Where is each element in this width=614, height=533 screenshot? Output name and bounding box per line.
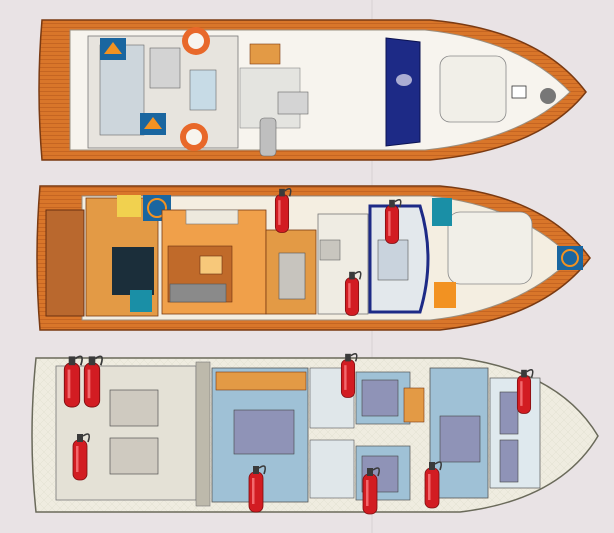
life-ring-icon xyxy=(117,195,141,217)
fire-extinguisher-icon xyxy=(72,433,90,481)
fire-extinguishers xyxy=(63,188,534,515)
guest-bed xyxy=(361,379,399,417)
crew-bunk xyxy=(499,439,519,483)
crew-bunk xyxy=(499,391,519,435)
foredeck-sunpad xyxy=(447,211,533,285)
life-ring-icon xyxy=(180,123,208,151)
bulkhead xyxy=(195,361,211,507)
master-wardrobe xyxy=(215,371,307,391)
liferaft-icon xyxy=(100,38,126,60)
fire-extinguisher-icon xyxy=(248,465,266,513)
fire-extinguisher-icon xyxy=(362,467,380,515)
fire-extinguisher-icon xyxy=(516,369,534,414)
starboard-engine xyxy=(109,437,159,475)
fire-extinguisher-icon xyxy=(63,355,83,408)
master-bed xyxy=(233,409,295,455)
galley xyxy=(317,213,369,315)
fire-extinguisher-icon xyxy=(274,188,292,233)
lower-deck xyxy=(31,357,599,513)
liferaft-icon xyxy=(432,198,452,226)
salon-table xyxy=(199,255,223,275)
windlass xyxy=(540,88,556,104)
salon-sofa xyxy=(169,283,227,303)
flybridge-windscreen xyxy=(385,37,421,147)
liferaft-icon xyxy=(140,113,166,135)
bow-sunpad xyxy=(439,55,507,123)
swim-platform xyxy=(45,209,85,317)
flybridge-table xyxy=(189,69,217,111)
flybridge-deck xyxy=(38,19,587,161)
dining-table xyxy=(278,252,306,300)
fire-extinguisher-icon xyxy=(424,461,442,509)
flybridge-seat xyxy=(149,47,181,89)
companionway-stairs xyxy=(403,387,425,423)
deck-hatch xyxy=(511,85,527,99)
fan-icon xyxy=(557,246,583,270)
vip-bed xyxy=(439,415,481,463)
windscreen-glare xyxy=(396,74,412,86)
main-deck xyxy=(36,185,591,331)
liferaft-icon xyxy=(130,290,152,312)
console xyxy=(259,117,277,157)
port-engine xyxy=(109,389,159,427)
salon-cabinet xyxy=(185,209,239,225)
fire-extinguisher-icon xyxy=(83,355,103,408)
fire-extinguisher-icon xyxy=(384,199,402,244)
flybridge-seat xyxy=(277,91,309,115)
fire-extinguisher-icon xyxy=(344,271,362,316)
helm-console xyxy=(377,239,409,281)
cockpit-sofa xyxy=(112,247,154,295)
life-ring-icon xyxy=(182,27,210,55)
guest-head xyxy=(309,439,355,499)
liferaft-icon xyxy=(434,282,456,308)
grill xyxy=(249,43,281,65)
galley-counter xyxy=(319,239,341,261)
fire-extinguisher-icon xyxy=(340,353,358,398)
